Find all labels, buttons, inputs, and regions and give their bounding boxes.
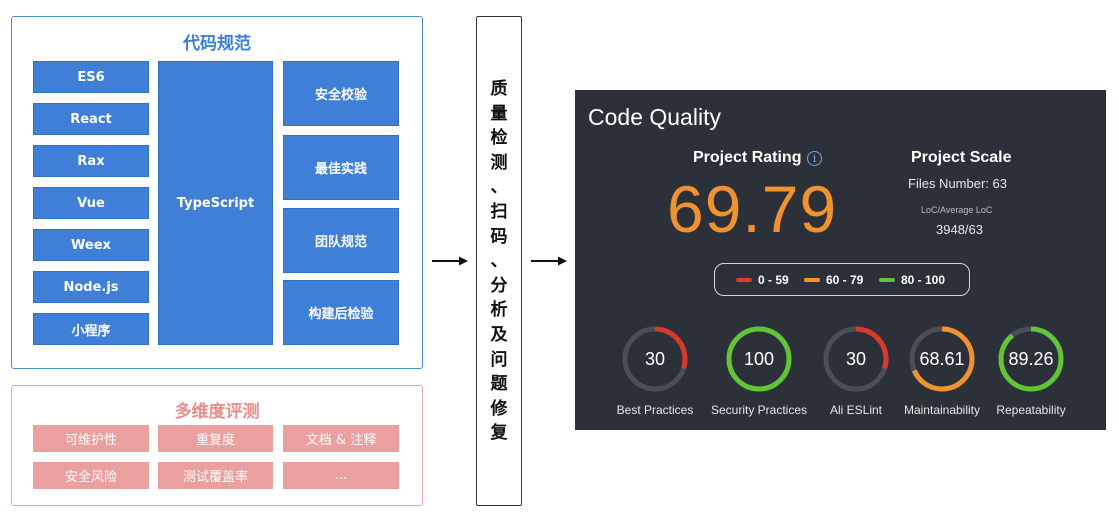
gauge-value: 30 xyxy=(845,348,867,369)
code-standards-panel: 代码规范 ES6 React Rax Vue Weex Node.js 小程序 … xyxy=(11,16,423,369)
process-char: 、 xyxy=(490,251,508,272)
process-text: 质 量 检 测 、 扫 码 、 分 析 及 问 题 修 复 xyxy=(477,77,521,446)
process-char: 测 xyxy=(490,152,508,173)
legend-item-red: 0 - 59 xyxy=(736,273,789,287)
gauge-ring xyxy=(726,326,792,392)
gauge-value: 68.61 xyxy=(919,348,965,369)
legend-swatch xyxy=(736,278,752,282)
process-char: 质 xyxy=(490,79,508,99)
process-char: 修 xyxy=(490,398,508,419)
check-security: 安全校验 xyxy=(283,61,399,126)
gauge-progress-arc xyxy=(622,326,688,392)
multi-dimension-title: 多维度评测 xyxy=(174,402,260,422)
process-char: 、 xyxy=(490,177,508,198)
check-best-practice: 最佳实践 xyxy=(283,135,399,200)
dimension-duplication: 重复度 xyxy=(158,425,273,452)
gauge-label-best-practices: Best Practices xyxy=(616,403,694,417)
framework-miniprogram: 小程序 xyxy=(33,313,149,345)
gauge-label-maintainability: Maintainability xyxy=(903,403,981,417)
legend-swatch xyxy=(804,278,820,282)
gauge-progress-arc xyxy=(823,326,889,392)
framework-vue: Vue xyxy=(33,187,149,219)
dimension-maintainability: 可维护性 xyxy=(33,425,149,452)
process-char: 检 xyxy=(490,128,508,149)
code-standards-title: 代码规范 xyxy=(183,34,251,54)
process-char: 复 xyxy=(490,423,508,444)
gauge-value: 30 xyxy=(644,348,666,369)
legend-label: 0 - 59 xyxy=(758,273,789,287)
gauge-label-repeatability: Repeatability xyxy=(996,403,1066,417)
arrow-right-icon xyxy=(531,256,567,266)
project-scale-label: Project Scale xyxy=(911,149,1012,166)
gauge-repeatability: 89.26 xyxy=(996,324,1066,394)
gauge-ring xyxy=(823,326,889,392)
process-char: 及 xyxy=(490,324,508,345)
check-team-standard: 团队规范 xyxy=(283,208,399,273)
gauge-security-practices: 100 xyxy=(724,324,794,394)
score-legend: 0 - 59 60 - 79 80 - 100 xyxy=(714,263,970,296)
gauge-best-practices: 30 xyxy=(620,324,690,394)
process-char: 码 xyxy=(490,226,508,247)
gauge-maintainability: 68.61 xyxy=(907,324,977,394)
legend-swatch xyxy=(879,278,895,282)
process-char: 问 xyxy=(490,349,508,370)
gauge-ring xyxy=(622,326,688,392)
process-char: 分 xyxy=(490,275,508,296)
loc-label: LoC/Average LoC xyxy=(921,205,993,215)
framework-rax: Rax xyxy=(33,145,149,177)
process-char: 量 xyxy=(490,103,508,124)
code-quality-dashboard: Code Quality Project Rating i 69.79 Proj… xyxy=(575,90,1106,430)
dimension-security-risk: 安全风险 xyxy=(33,462,149,489)
legend-label: 80 - 100 xyxy=(901,273,946,287)
gauge-value: 100 xyxy=(743,348,775,369)
project-rating-score: 69.79 xyxy=(667,172,838,246)
check-post-build: 构建后检验 xyxy=(283,280,399,345)
gauge-ring xyxy=(998,326,1064,392)
framework-es6: ES6 xyxy=(33,61,149,93)
gauge-label-ali-eslint: Ali ESLint xyxy=(829,403,883,417)
arrow-right-icon xyxy=(432,256,468,266)
dimension-more: ... xyxy=(283,462,399,489)
gauge-value: 89.26 xyxy=(1008,348,1054,369)
gauge-progress-arc xyxy=(998,326,1064,392)
multi-dimension-panel: 多维度评测 可维护性 重复度 文档 & 注释 安全风险 测试覆盖率 ... xyxy=(11,385,423,506)
gauge-label-security-practices: Security Practices xyxy=(710,403,808,417)
files-number: Files Number: 63 xyxy=(908,176,1007,191)
process-char: 析 xyxy=(490,300,508,321)
legend-item-green: 80 - 100 xyxy=(879,273,945,287)
legend-label: 60 - 79 xyxy=(826,273,864,287)
project-rating-label: Project Rating xyxy=(693,149,802,166)
process-char: 题 xyxy=(490,374,508,395)
typescript-block: TypeScript xyxy=(158,61,273,345)
framework-weex: Weex xyxy=(33,229,149,261)
gauge-progress-arc xyxy=(909,326,975,392)
dimension-docs-comments: 文档 & 注释 xyxy=(283,425,399,452)
dimension-test-coverage: 测试覆盖率 xyxy=(158,462,273,489)
framework-nodejs: Node.js xyxy=(33,271,149,303)
gauge-progress-arc xyxy=(726,326,792,392)
process-char: 扫 xyxy=(490,201,508,222)
gauge-ali-eslint: 30 xyxy=(821,324,891,394)
process-box: 质 量 检 测 、 扫 码 、 分 析 及 问 题 修 复 xyxy=(476,16,522,506)
info-icon[interactable]: i xyxy=(807,151,822,166)
loc-value: 3948/63 xyxy=(936,222,983,237)
dashboard-title: Code Quality xyxy=(588,104,721,130)
framework-react: React xyxy=(33,103,149,135)
legend-item-orange: 60 - 79 xyxy=(804,273,863,287)
gauge-ring xyxy=(909,326,975,392)
